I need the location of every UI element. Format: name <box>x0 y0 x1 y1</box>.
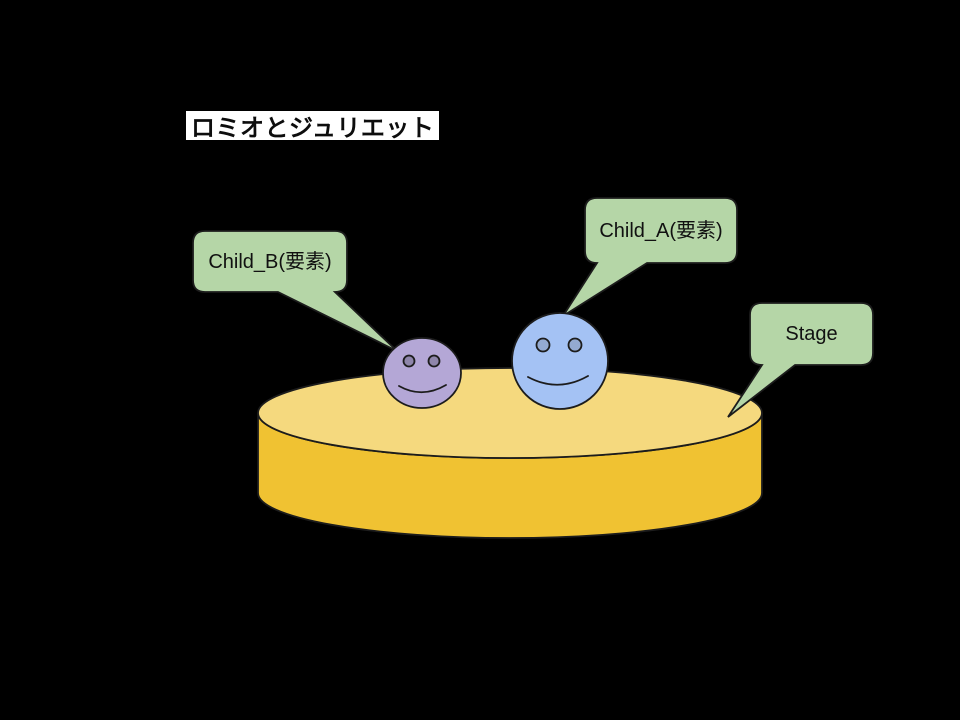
page-title: ロミオとジュリエット <box>186 111 440 142</box>
child-a-callout-bubble <box>562 197 738 317</box>
child-b-callout-bubble <box>192 230 398 352</box>
child-b-face-icon <box>382 337 462 409</box>
child-b-right-eye <box>427 354 441 368</box>
callout-bubbles <box>192 197 874 418</box>
child-a-right-eye <box>567 337 583 353</box>
stage <box>257 367 763 539</box>
child-a-head <box>511 312 609 410</box>
child-b-left-eye <box>402 354 416 368</box>
stage-callout-bubble <box>727 302 874 418</box>
stage-top <box>257 367 763 459</box>
child-a-face-icon <box>511 312 609 410</box>
child-a-left-eye <box>535 337 551 353</box>
child-b-head <box>382 337 462 409</box>
child-b-smile <box>398 384 447 394</box>
child-a-smile <box>527 375 589 386</box>
